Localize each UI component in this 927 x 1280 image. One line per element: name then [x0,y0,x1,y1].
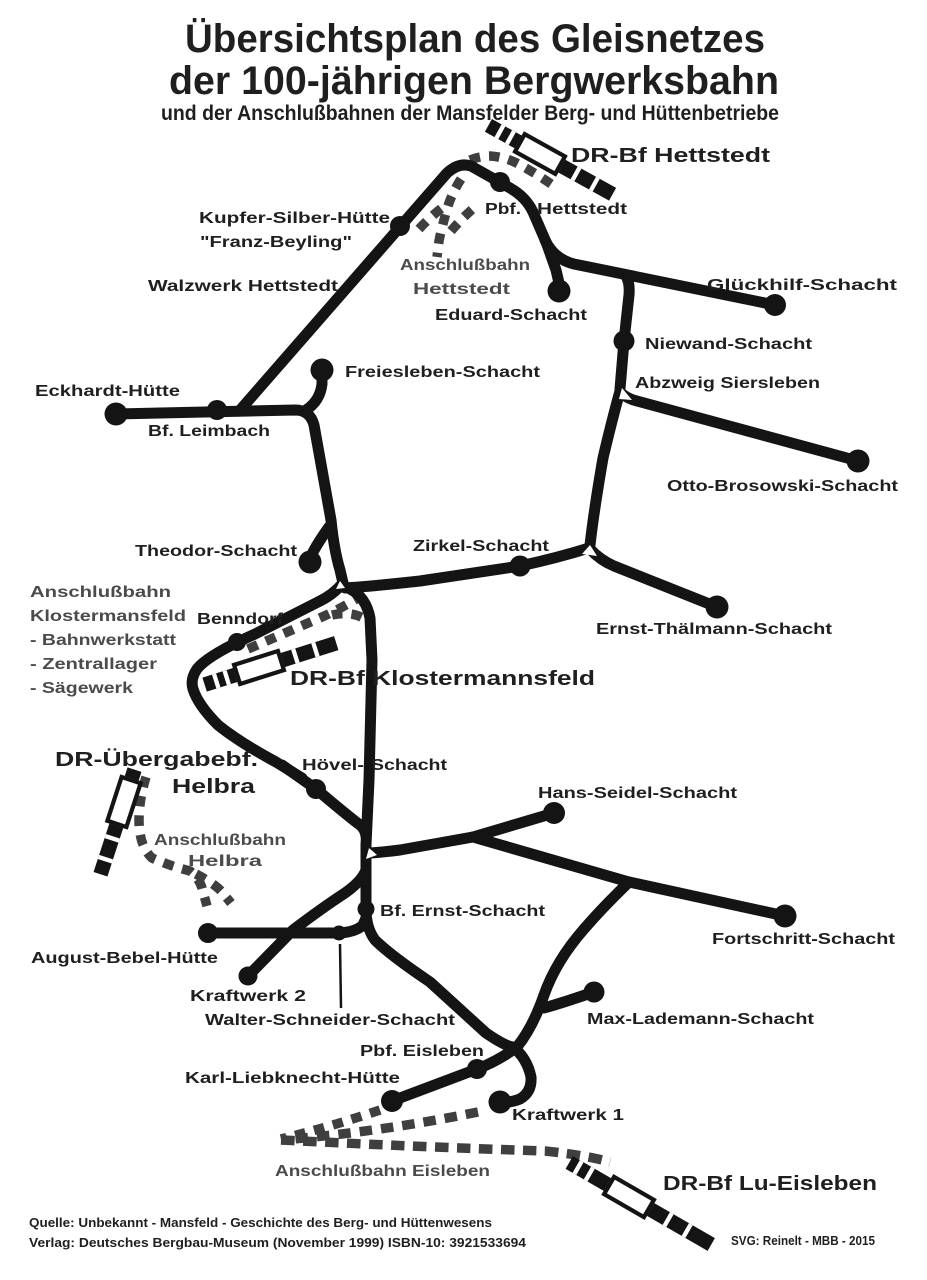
svg-text:Helbra: Helbra [188,853,262,870]
svg-text:Abzweig Siersleben: Abzweig Siersleben [635,375,820,392]
svg-text:Freiesleben-Schacht: Freiesleben-Schacht [345,364,541,381]
svg-text:Max-Lademann-Schacht: Max-Lademann-Schacht [587,1011,815,1028]
svg-text:Walzwerk Hettstedt: Walzwerk Hettstedt [148,278,339,295]
svg-text:Pbf.: Pbf. [485,201,521,218]
svg-text:SVG: Reinelt - MBB - 2015: SVG: Reinelt - MBB - 2015 [731,1234,875,1248]
svg-text:Ernst-Thälmann-Schacht: Ernst-Thälmann-Schacht [596,621,833,638]
svg-text:Kraftwerk 2: Kraftwerk 2 [190,988,306,1005]
svg-text:Walter-Schneider-Schacht: Walter-Schneider-Schacht [205,1012,456,1029]
svg-text:Benndorf: Benndorf [197,611,284,628]
svg-text:Schacht: Schacht [371,757,448,774]
svg-text:- Zentrallager: - Zentrallager [30,656,157,673]
svg-text:Hettstedt: Hettstedt [413,281,511,298]
svg-text:Klostermansfeld: Klostermansfeld [30,608,186,625]
svg-text:Bf. Ernst-Schacht: Bf. Ernst-Schacht [380,903,546,920]
svg-text:- Sägewerk: - Sägewerk [30,680,133,697]
svg-text:"Franz-Beyling": "Franz-Beyling" [200,234,352,251]
svg-text:Anschlußbahn: Anschlußbahn [400,257,530,274]
svg-text:Anschlußbahn: Anschlußbahn [154,832,286,849]
svg-text:Pbf. Eisleben: Pbf. Eisleben [360,1043,484,1060]
svg-text:Hans-Seidel-Schacht: Hans-Seidel-Schacht [538,785,738,802]
svg-text:Hettstedt: Hettstedt [537,201,628,218]
svg-text:Anschlußbahn: Anschlußbahn [30,584,171,601]
svg-text:Kupfer-Silber-Hütte: Kupfer-Silber-Hütte [199,210,390,227]
svg-text:Hövel-: Hövel- [302,757,364,774]
svg-text:- Bahnwerkstatt: - Bahnwerkstatt [30,632,177,649]
svg-text:Glückhilf-Schacht: Glückhilf-Schacht [707,277,898,294]
svg-text:August-Bebel-Hütte: August-Bebel-Hütte [31,950,218,967]
svg-text:Kraftwerk 1: Kraftwerk 1 [512,1107,624,1124]
svg-text:Theodor-Schacht: Theodor-Schacht [135,543,298,560]
svg-text:Helbra: Helbra [172,776,256,798]
svg-text:DR-Bf Lu-Eisleben: DR-Bf Lu-Eisleben [663,1173,877,1195]
svg-text:Zirkel-Schacht: Zirkel-Schacht [413,538,550,555]
svg-text:Anschlußbahn Eisleben: Anschlußbahn Eisleben [275,1163,490,1180]
svg-text:Übersichtsplan des Gleisnetzes: Übersichtsplan des Gleisnetzes [185,16,765,61]
svg-text:Otto-Brosowski-Schacht: Otto-Brosowski-Schacht [667,478,899,495]
svg-text:Eduard-Schacht: Eduard-Schacht [435,307,588,324]
svg-text:DR-Bf Hettstedt: DR-Bf Hettstedt [571,145,770,167]
svg-text:DR-Übergabebf.: DR-Übergabebf. [55,748,258,771]
svg-text:Bf. Leimbach: Bf. Leimbach [148,423,270,440]
svg-text:Eckhardt-Hütte: Eckhardt-Hütte [35,383,180,400]
svg-text:Verlag: Deutsches Bergbau-Muse: Verlag: Deutsches Bergbau-Museum (Novemb… [29,1236,526,1250]
svg-text:und der Anschlußbahnen der Man: und der Anschlußbahnen der Mansfelder Be… [161,102,779,125]
svg-text:DR-Bf Klostermannsfeld: DR-Bf Klostermannsfeld [290,668,595,690]
svg-text:Niewand-Schacht: Niewand-Schacht [645,336,813,353]
svg-text:Quelle: Unbekannt - Mansfeld -: Quelle: Unbekannt - Mansfeld - Geschicht… [29,1216,492,1230]
svg-text:der 100-jährigen Bergwerksbahn: der 100-jährigen Bergwerksbahn [169,59,779,103]
svg-text:Fortschritt-Schacht: Fortschritt-Schacht [712,931,896,948]
svg-text:Karl-Liebknecht-Hütte: Karl-Liebknecht-Hütte [185,1070,400,1087]
